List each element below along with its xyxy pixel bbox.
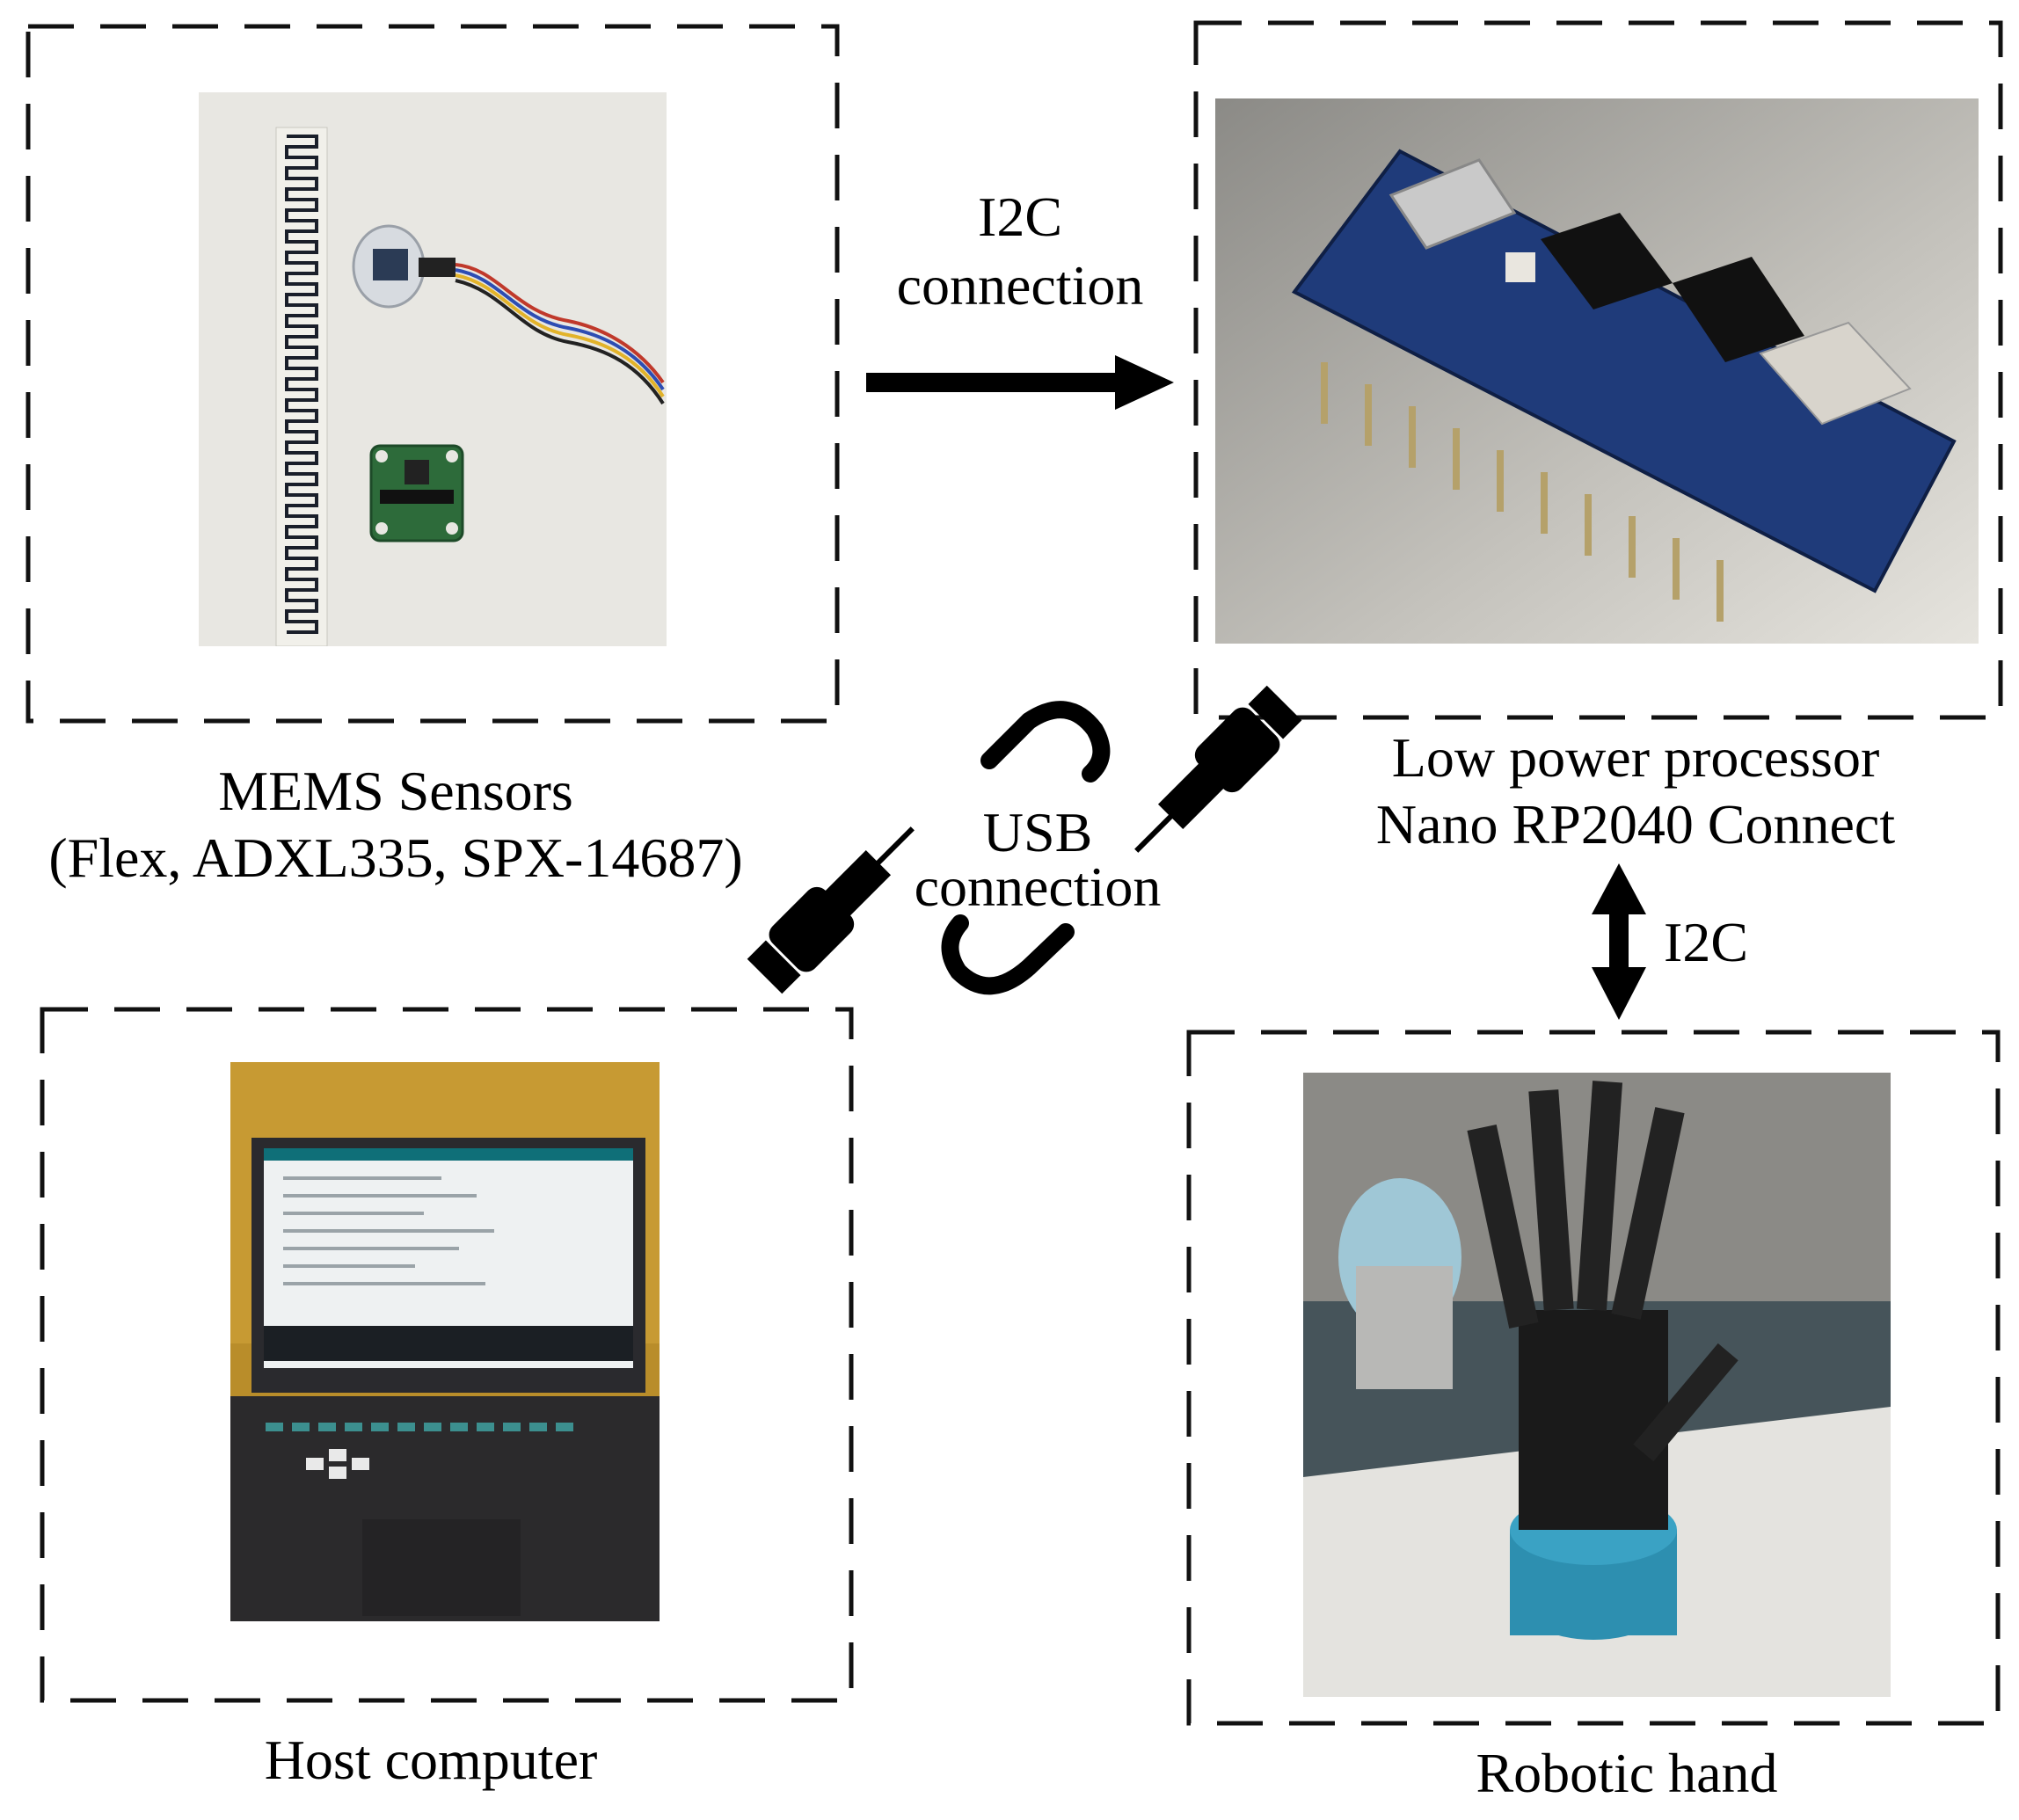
i2c-connection-label: I2C connection xyxy=(844,189,1196,314)
processor-photo xyxy=(1215,98,1979,644)
usb-connection-line1: USB xyxy=(982,801,1093,863)
processor-frame xyxy=(1193,20,2003,720)
sensors-label-line2: (Flex, ADXL335, SPX-14687) xyxy=(48,826,743,889)
hand-photo xyxy=(1303,1073,1891,1697)
sensors-label: MEMS Sensors (Flex, ADXL335, SPX-14687) xyxy=(0,763,791,886)
i2c-right-arrow xyxy=(866,355,1174,410)
processor-label-line1: Low power processor xyxy=(1391,726,1880,789)
i2c-double-arrow xyxy=(1592,863,1646,1020)
host-label: Host computer xyxy=(264,1729,598,1791)
processor-label: Low power processor Nano RP2040 Connect xyxy=(1310,730,1961,853)
hand-frame xyxy=(1186,1030,2001,1726)
i2c-hand-label: I2C xyxy=(1664,911,1748,973)
sensors-photo xyxy=(199,92,667,646)
usb-connection-line2: connection xyxy=(914,855,1162,918)
host-frame xyxy=(40,1007,854,1703)
usb-plug-left-icon xyxy=(747,826,915,994)
usb-cable-icon xyxy=(941,701,1111,995)
i2c-connection-line1: I2C xyxy=(978,186,1062,248)
processor-label-line2: Nano RP2040 Connect xyxy=(1375,793,1896,855)
host-photo xyxy=(230,1062,660,1621)
i2c-connection-line2: connection xyxy=(896,254,1144,317)
sensors-label-line1: MEMS Sensors xyxy=(218,760,573,822)
usb-connection-label: USB connection xyxy=(871,804,1205,915)
usb-plug-right-icon xyxy=(1134,685,1302,853)
sensors-frame xyxy=(26,24,840,724)
hand-label: Robotic hand xyxy=(1476,1742,1778,1804)
